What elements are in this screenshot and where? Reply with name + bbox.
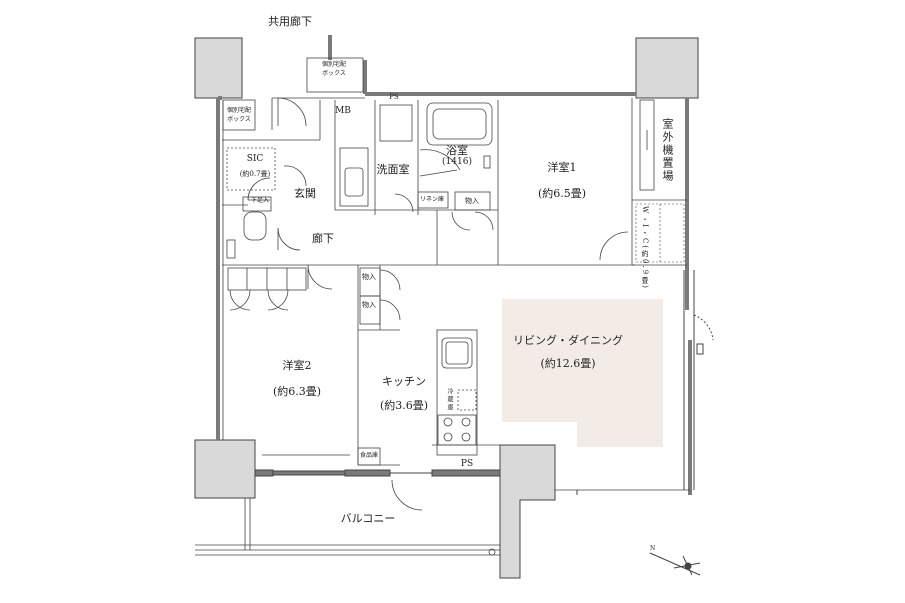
shoe-cabinet-label: 下足入	[250, 197, 270, 204]
living-floor	[502, 299, 663, 447]
hallway-label: 廊下	[312, 232, 334, 245]
ps-top-label: PS	[389, 93, 399, 101]
sic-label: SIC	[246, 154, 264, 164]
storage-kitchen-2: 物入	[362, 301, 376, 309]
bedroom2-size: (約6.3畳)	[272, 385, 322, 398]
delivery-box-top-line2: ボックス	[322, 70, 346, 77]
living-label: リビング・ダイニング	[513, 334, 623, 347]
bathroom-label: 浴室	[446, 144, 468, 157]
bedroom1-size: (約6.5畳)	[537, 187, 587, 200]
washroom-label: 洗面室	[376, 163, 410, 176]
bedroom2-label: 洋室2	[282, 359, 312, 372]
mb-label: MB	[335, 106, 351, 116]
column-bottom-left	[194, 439, 256, 499]
wic-label: W・I・C(約0.9畳)	[641, 206, 649, 290]
living-size: (約12.6畳)	[540, 357, 596, 370]
storage-bath-label: 物入	[465, 197, 479, 205]
fridge-label: 冷蔵庫	[446, 388, 453, 412]
delivery-box-left-line1: 個別宅配	[226, 107, 252, 114]
linen-label: リネン庫	[419, 196, 445, 203]
compass-north-label: N	[650, 545, 656, 552]
balcony-label: バルコニー	[340, 512, 396, 525]
storage-kitchen-1: 物入	[362, 273, 376, 281]
delivery-box-left-line2: ボックス	[227, 116, 251, 123]
bedroom1-label: 洋室1	[547, 161, 577, 174]
sic-size: (約0.7畳)	[239, 170, 271, 178]
pantry-label: 食品庫	[359, 452, 379, 459]
bathroom-size: (1416)	[442, 157, 472, 167]
column-bottom-right	[499, 444, 556, 579]
kitchen-label: キッチン	[382, 375, 426, 388]
corridor-label: 共用廊下	[268, 15, 312, 28]
compass-icon	[649, 552, 701, 576]
outdoor-unit-label: 室外機置場	[661, 118, 674, 183]
column-top-right	[635, 37, 699, 99]
delivery-box-top-line1: 個別宅配	[321, 61, 347, 68]
ps-bottom-label: PS	[460, 459, 474, 469]
kitchen-size: (約3.6畳)	[379, 399, 429, 412]
column-top-left	[194, 37, 243, 99]
entrance-label: 玄関	[294, 187, 316, 200]
